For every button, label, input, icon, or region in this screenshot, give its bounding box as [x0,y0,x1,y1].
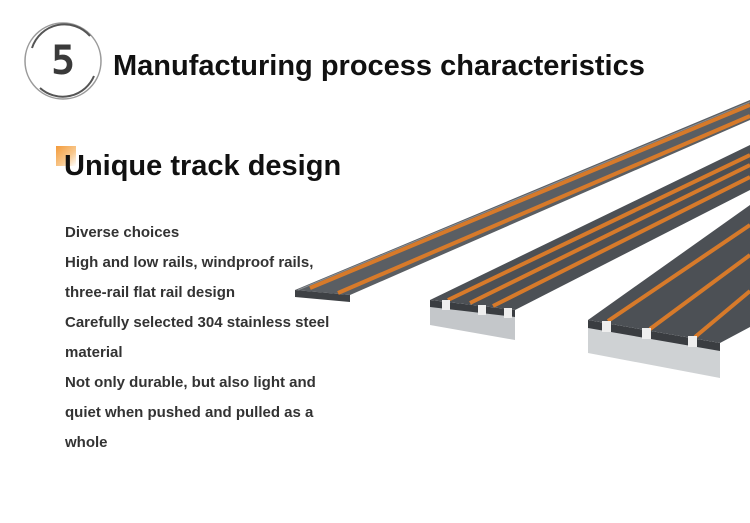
feature-line: quiet when pushed and pulled as a [65,404,314,421]
three-rail-track [430,145,750,340]
feature-list: Diverse choices High and low rails, wind… [65,218,365,458]
feature-line: Carefully selected 304 stainless steel [65,314,330,331]
step-number: 5 [50,38,76,84]
feature-line: whole [65,434,108,451]
accent-square [56,146,76,166]
section-title: Unique track design [64,150,342,182]
step-number-badge: 5 [20,18,106,104]
page-title: Manufacturing process characteristics [113,50,645,82]
feature-line: Diverse choices [65,224,180,241]
feature-line: Not only durable, but also light and [65,374,316,391]
high-low-rail [588,205,750,378]
feature-line: material [65,344,123,361]
circle-number-badge-icon [24,22,102,100]
flat-rail [295,100,750,302]
feature-line: High and low rails, windproof rails, [65,254,314,271]
feature-line: three-rail flat rail design [65,284,236,301]
aluminum-track-rails-icon [295,100,750,378]
